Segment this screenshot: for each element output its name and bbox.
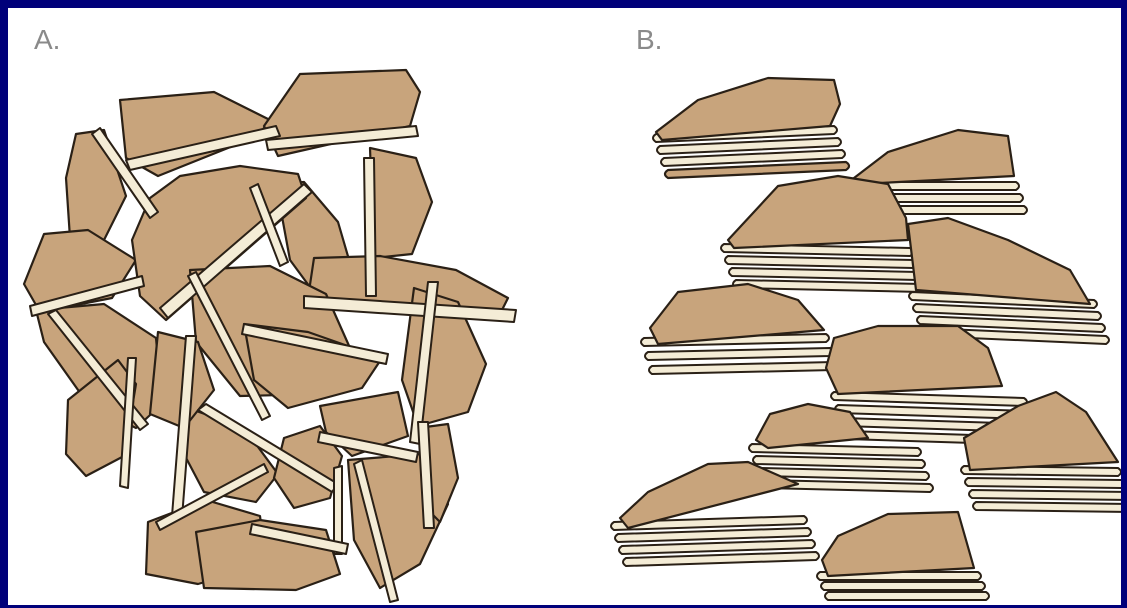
stacked-layer bbox=[969, 490, 1121, 500]
clay-particle bbox=[66, 130, 126, 240]
stacked-layer bbox=[965, 478, 1121, 488]
clay-particle-edge bbox=[364, 158, 376, 296]
stacked-layer bbox=[649, 362, 837, 374]
stacked-layer bbox=[623, 552, 819, 566]
clay-particle bbox=[370, 148, 432, 258]
stacked-layer bbox=[821, 582, 985, 590]
stacked-layer bbox=[615, 528, 811, 542]
stacked-layer bbox=[831, 392, 1027, 406]
clay-particle bbox=[728, 176, 908, 248]
particle-diagram bbox=[8, 8, 1121, 605]
particle-stack bbox=[641, 284, 837, 374]
stacked-layer bbox=[753, 456, 925, 468]
panel-b-particles bbox=[611, 78, 1121, 600]
stacked-layer bbox=[973, 502, 1121, 512]
clay-particle bbox=[908, 218, 1090, 304]
stacked-layer bbox=[725, 256, 917, 268]
panel-a-particles bbox=[24, 70, 516, 602]
particle-stack bbox=[653, 78, 849, 178]
stacked-layer bbox=[619, 540, 815, 554]
stacked-layer bbox=[825, 592, 989, 600]
stacked-layer bbox=[729, 268, 921, 280]
particle-stack bbox=[817, 512, 989, 600]
clay-particle bbox=[822, 512, 974, 576]
clay-particle bbox=[854, 130, 1014, 184]
figure-canvas: A. B. bbox=[8, 8, 1121, 605]
stacked-layer bbox=[645, 348, 833, 360]
